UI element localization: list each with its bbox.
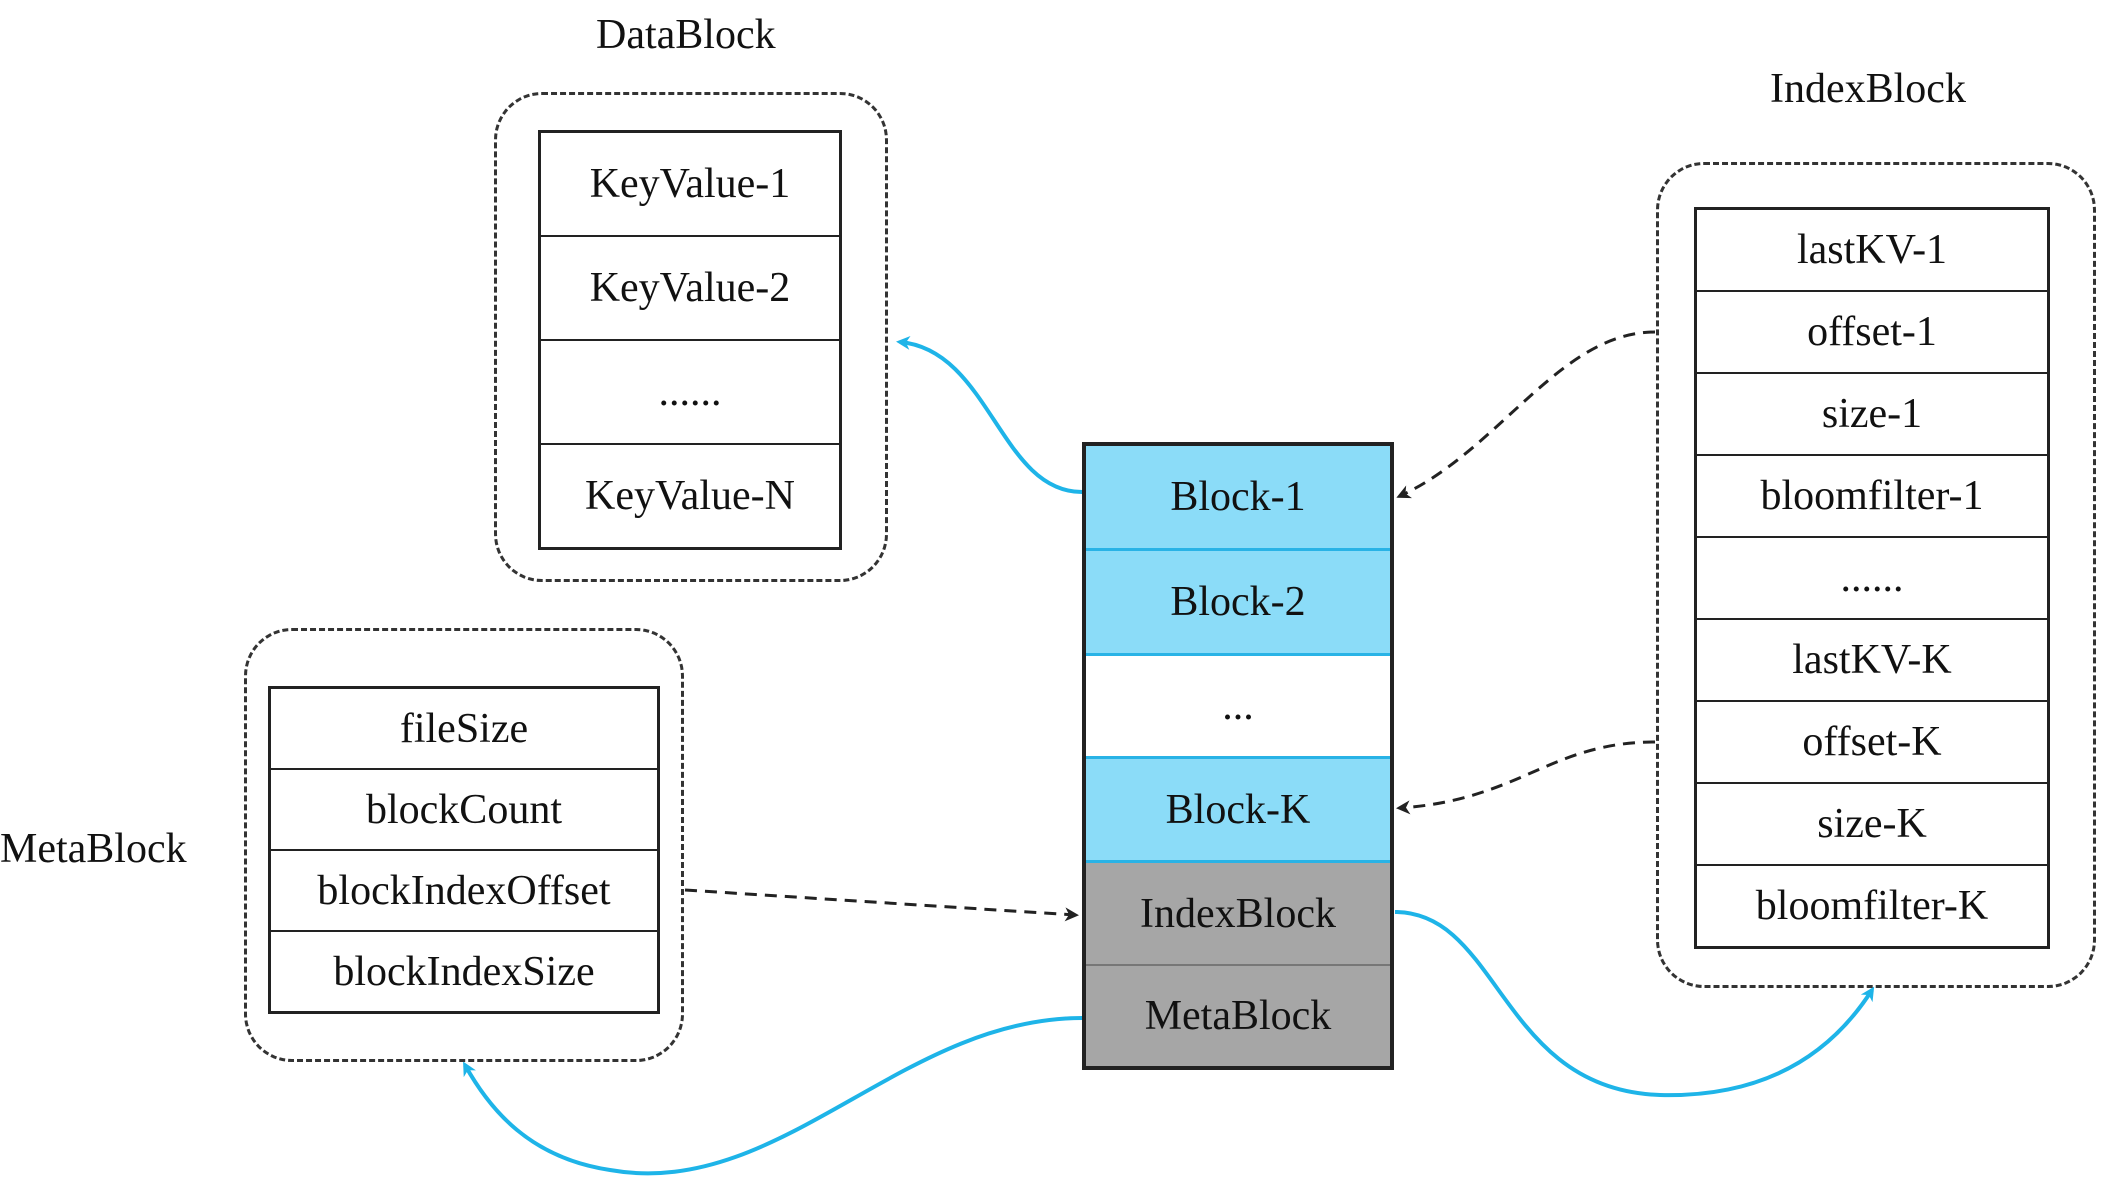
offsetK-to-blockK-arrow xyxy=(1396,740,1656,815)
datablock-row: KeyValue-1 xyxy=(541,133,839,237)
hfile-segment-indexblock: IndexBlock xyxy=(1086,863,1390,966)
hfile-segment-ellipsis: ... xyxy=(1086,656,1390,759)
indexblock-row: offset-K xyxy=(1697,702,2047,784)
hfile-segment-block-2: Block-2 xyxy=(1086,551,1390,656)
indexblock-row: lastKV-K xyxy=(1697,620,2047,702)
metablock-row: blockIndexOffset xyxy=(271,851,657,932)
datablock-title: DataBlock xyxy=(596,12,776,58)
metablock-table: fileSize blockCount blockIndexOffset blo… xyxy=(268,686,660,1014)
indexblock-frame xyxy=(1656,162,2096,988)
indexblock-row: lastKV-1 xyxy=(1697,210,2047,292)
indexblock-title: IndexBlock xyxy=(1770,66,1966,112)
indexblock-row: size-1 xyxy=(1697,374,2047,456)
datablock-frame xyxy=(494,92,888,582)
metablock-frame xyxy=(244,628,684,1062)
block1-to-datablock-arrow xyxy=(896,335,1083,494)
datablock-row: ...... xyxy=(541,341,839,445)
datablock-row: KeyValue-N xyxy=(585,473,795,519)
metablock-to-metatable-arrow xyxy=(463,1016,1083,1176)
indexblock-to-indextable-arrow xyxy=(1394,910,1875,1098)
hfile-segment-block-1: Block-1 xyxy=(1086,446,1390,551)
metablock-title: MetaBlock xyxy=(0,826,187,872)
hfile-segment-block-k: Block-K xyxy=(1086,759,1390,863)
indexblock-row: ...... xyxy=(1697,538,2047,620)
datablock-row: KeyValue-2 xyxy=(541,237,839,341)
metablock-row: blockIndexSize xyxy=(333,948,595,995)
blockindexoffset-to-indexblock-arrow xyxy=(684,888,1079,922)
indexblock-row: size-K xyxy=(1697,784,2047,866)
metablock-row: fileSize xyxy=(271,689,657,770)
offset1-to-block1-arrow xyxy=(1396,330,1656,499)
indexblock-row: bloomfilter-K xyxy=(1755,883,1989,929)
datablock-table: KeyValue-1 KeyValue-2 ...... KeyValue-N xyxy=(538,130,842,550)
indexblock-row: bloomfilter-1 xyxy=(1697,456,2047,538)
hfile-structure: Block-1 Block-2 ... Block-K IndexBlock M… xyxy=(1082,442,1394,1070)
hfile-segment-metablock: MetaBlock xyxy=(1086,966,1390,1066)
indexblock-row: offset-1 xyxy=(1697,292,2047,374)
indexblock-table: lastKV-1 offset-1 size-1 bloomfilter-1 .… xyxy=(1694,207,2050,949)
metablock-row: blockCount xyxy=(271,770,657,851)
